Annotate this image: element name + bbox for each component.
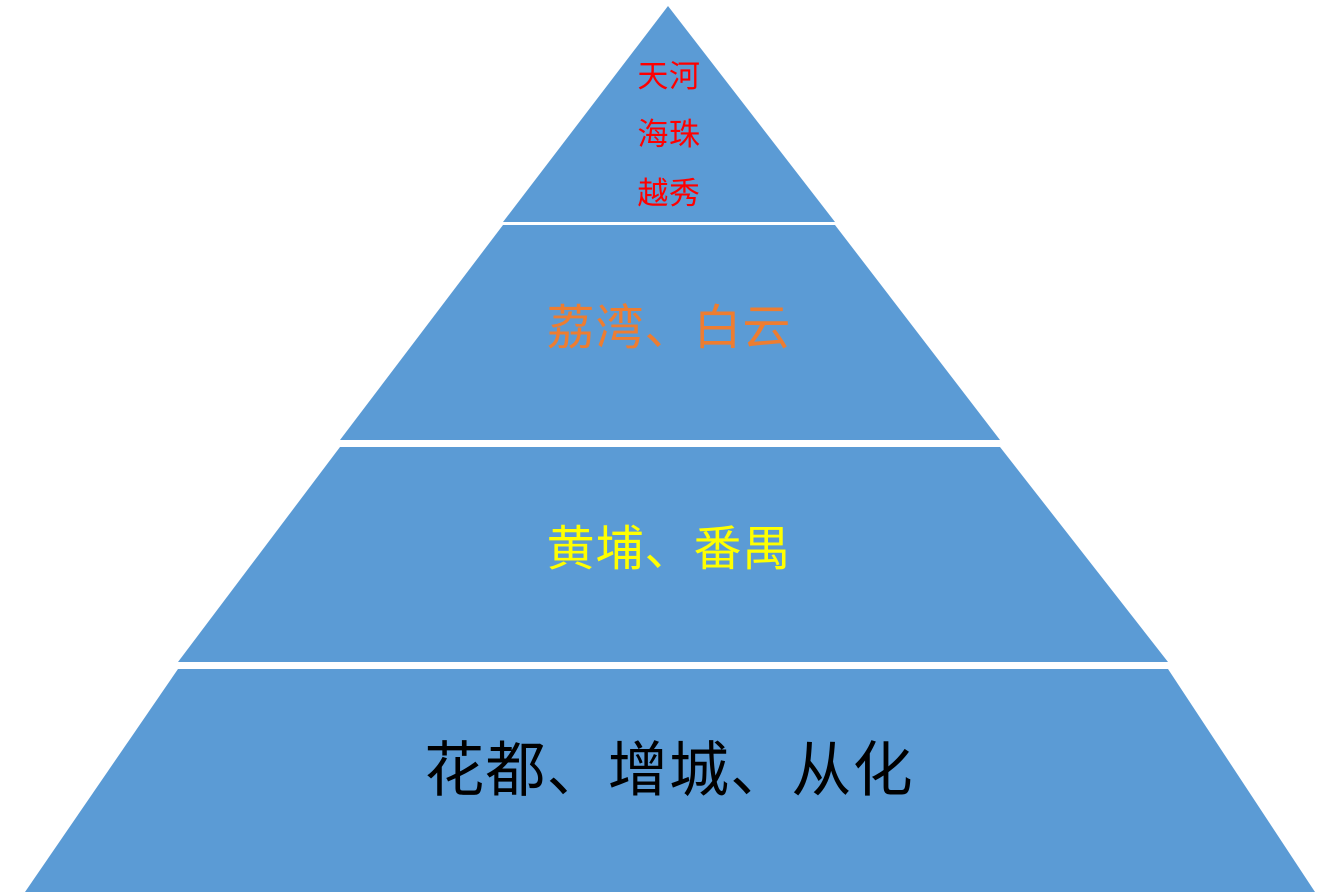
pyramid-tier-2-shape[interactable] <box>340 225 1000 440</box>
pyramid-tier-1-shape[interactable] <box>503 6 835 222</box>
pyramid-tier-4-shape[interactable] <box>25 669 1315 892</box>
pyramid-tier-3-shape[interactable] <box>178 447 1168 662</box>
